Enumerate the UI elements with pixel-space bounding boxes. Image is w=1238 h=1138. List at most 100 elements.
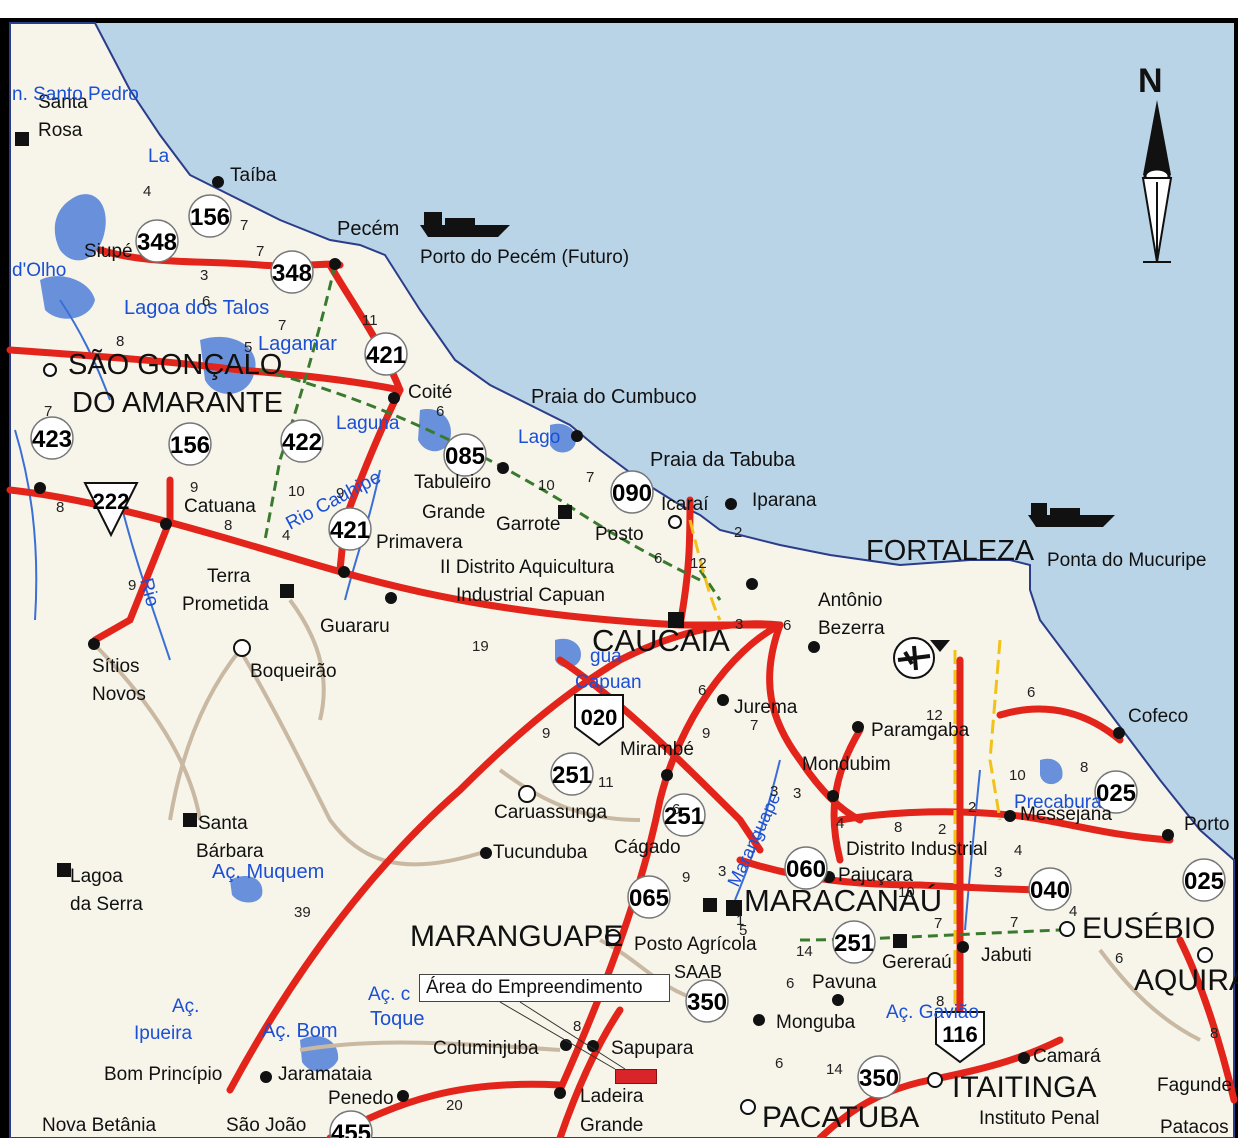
place-label: Mondubim xyxy=(802,754,891,775)
shield-label: 421 xyxy=(366,342,406,369)
route-shield: 350 xyxy=(857,1055,901,1099)
distance-marker: 9 xyxy=(336,485,344,502)
distance-marker: 7 xyxy=(44,403,52,420)
route-shield: 350 xyxy=(685,979,729,1023)
airport-icon xyxy=(893,637,950,679)
place-label: Pecém xyxy=(337,218,399,240)
distance-marker: 6 xyxy=(672,801,680,818)
place-label: Bárbara xyxy=(196,841,264,862)
route-shield: 090 xyxy=(610,470,654,514)
city-label: MARACANAÚ xyxy=(744,883,942,918)
shield-label: 348 xyxy=(272,260,312,287)
distance-markers: 4 7 3 7 6 8 5 7 11 6 7 9 10 4 8 8 10 9 7… xyxy=(44,183,1218,1114)
place-label: Porto xyxy=(1184,814,1229,835)
distance-marker: 14 xyxy=(796,943,813,960)
municipal-seat-markers xyxy=(15,132,907,948)
locality-markers xyxy=(43,363,1213,1115)
shield-label: 156 xyxy=(190,204,230,231)
distance-marker: 1 xyxy=(736,912,744,929)
highway-duplicated xyxy=(688,519,1002,1040)
shield-label: 025 xyxy=(1184,868,1224,895)
place-labels: Santa Rosa Taíba Pecém Porto do Pecém (F… xyxy=(38,92,1232,1138)
place-label: Porto do Pecém (Futuro) xyxy=(420,247,629,268)
water-label: n. Santo Pedro xyxy=(12,84,139,105)
distance-marker: 12 xyxy=(690,555,707,572)
city-label: SÃO GONÇALO xyxy=(68,347,282,381)
place-label: Pajuçara xyxy=(838,865,913,886)
distance-marker: 8 xyxy=(573,1018,581,1035)
distance-marker: 10 xyxy=(538,477,555,494)
distance-marker: 4 xyxy=(1014,842,1022,859)
place-label: Ponta do Mucuripe xyxy=(1047,550,1207,571)
distance-marker: 9 xyxy=(190,479,198,496)
distance-marker: 6 xyxy=(1027,684,1035,701)
place-label: Tabuleiro xyxy=(414,472,491,493)
place-label: Toque xyxy=(370,1008,425,1030)
shield-label: 350 xyxy=(687,989,727,1016)
distance-marker: 3 xyxy=(200,267,208,284)
shield-label: 422 xyxy=(282,429,322,456)
shield-label: 156 xyxy=(170,432,210,459)
route-shield: 251 xyxy=(832,920,876,964)
distance-marker: 11 xyxy=(598,774,614,791)
route-shield: 423 xyxy=(30,416,74,460)
distance-marker: 6 xyxy=(1115,950,1123,967)
water-label: Aç. Muquem xyxy=(212,861,324,883)
shield-label: 348 xyxy=(137,229,177,256)
city-label: EUSÉBIO xyxy=(1082,912,1215,945)
place-label: II Distrito Aquicultura xyxy=(440,557,615,578)
shield-label: 251 xyxy=(664,803,704,830)
water-label: Aç. xyxy=(172,996,199,1017)
project-area-callout: Área do Empreendimento xyxy=(419,974,670,1002)
shield-label: 060 xyxy=(786,856,826,883)
route-shield: 065 xyxy=(627,875,671,919)
place-label: Cofeco xyxy=(1128,706,1188,727)
shield-label: 423 xyxy=(32,426,72,453)
distance-marker: 8 xyxy=(894,819,902,836)
place-label: Catuana xyxy=(184,496,256,517)
water-label: Aç. c xyxy=(368,984,410,1005)
project-area-marker[interactable] xyxy=(615,1069,657,1084)
route-shield: 040 xyxy=(1028,867,1072,911)
place-label: Caruassunga xyxy=(494,802,607,823)
place-label: Cágado xyxy=(614,837,681,858)
distance-marker: 19 xyxy=(472,638,489,655)
distance-marker: 11 xyxy=(362,312,378,329)
route-shield: 156 xyxy=(188,194,232,238)
distance-marker: 4 xyxy=(282,527,290,544)
distance-marker: 8 xyxy=(56,499,64,516)
distance-marker: 6 xyxy=(436,403,444,420)
place-label: Primavera xyxy=(376,532,463,553)
place-label: Antônio xyxy=(818,590,882,611)
route-shield: 222 xyxy=(83,482,139,538)
ship-icon-mucuripe xyxy=(1028,503,1115,527)
place-label: Novos xyxy=(92,684,146,705)
frame-right-border xyxy=(1234,20,1238,1138)
place-label: Pavuna xyxy=(812,972,877,993)
distance-marker: 6 xyxy=(783,617,791,634)
city-label: FORTALEZA xyxy=(866,535,1035,567)
place-label: Penedo xyxy=(328,1088,394,1109)
place-label: Praia da Tabuba xyxy=(650,449,796,471)
city-label: PACATUBA xyxy=(762,1101,919,1134)
ship-icon xyxy=(420,212,510,237)
distance-marker: 9 xyxy=(128,577,136,594)
distance-marker: 2 xyxy=(938,821,946,838)
distance-marker: 6 xyxy=(654,550,662,567)
place-label: Instituto Penal xyxy=(979,1108,1099,1129)
place-label: Lagoa xyxy=(70,866,123,887)
distance-marker: 8 xyxy=(116,333,124,350)
water-label: Capuan xyxy=(575,672,642,693)
place-label: da Serra xyxy=(70,894,143,915)
distance-marker: 7 xyxy=(256,243,264,260)
city-label: AQUIRA xyxy=(1134,964,1238,997)
place-label: Mirambé xyxy=(620,739,694,760)
place-label: Santa xyxy=(198,813,248,834)
distance-marker: 4 xyxy=(836,815,844,832)
place-label: Iparana xyxy=(752,490,817,511)
place-label: Bezerra xyxy=(818,618,885,639)
distance-marker: 9 xyxy=(542,725,550,742)
distance-marker: 5 xyxy=(244,339,252,356)
city-label: MARANGUAPE xyxy=(410,920,623,953)
